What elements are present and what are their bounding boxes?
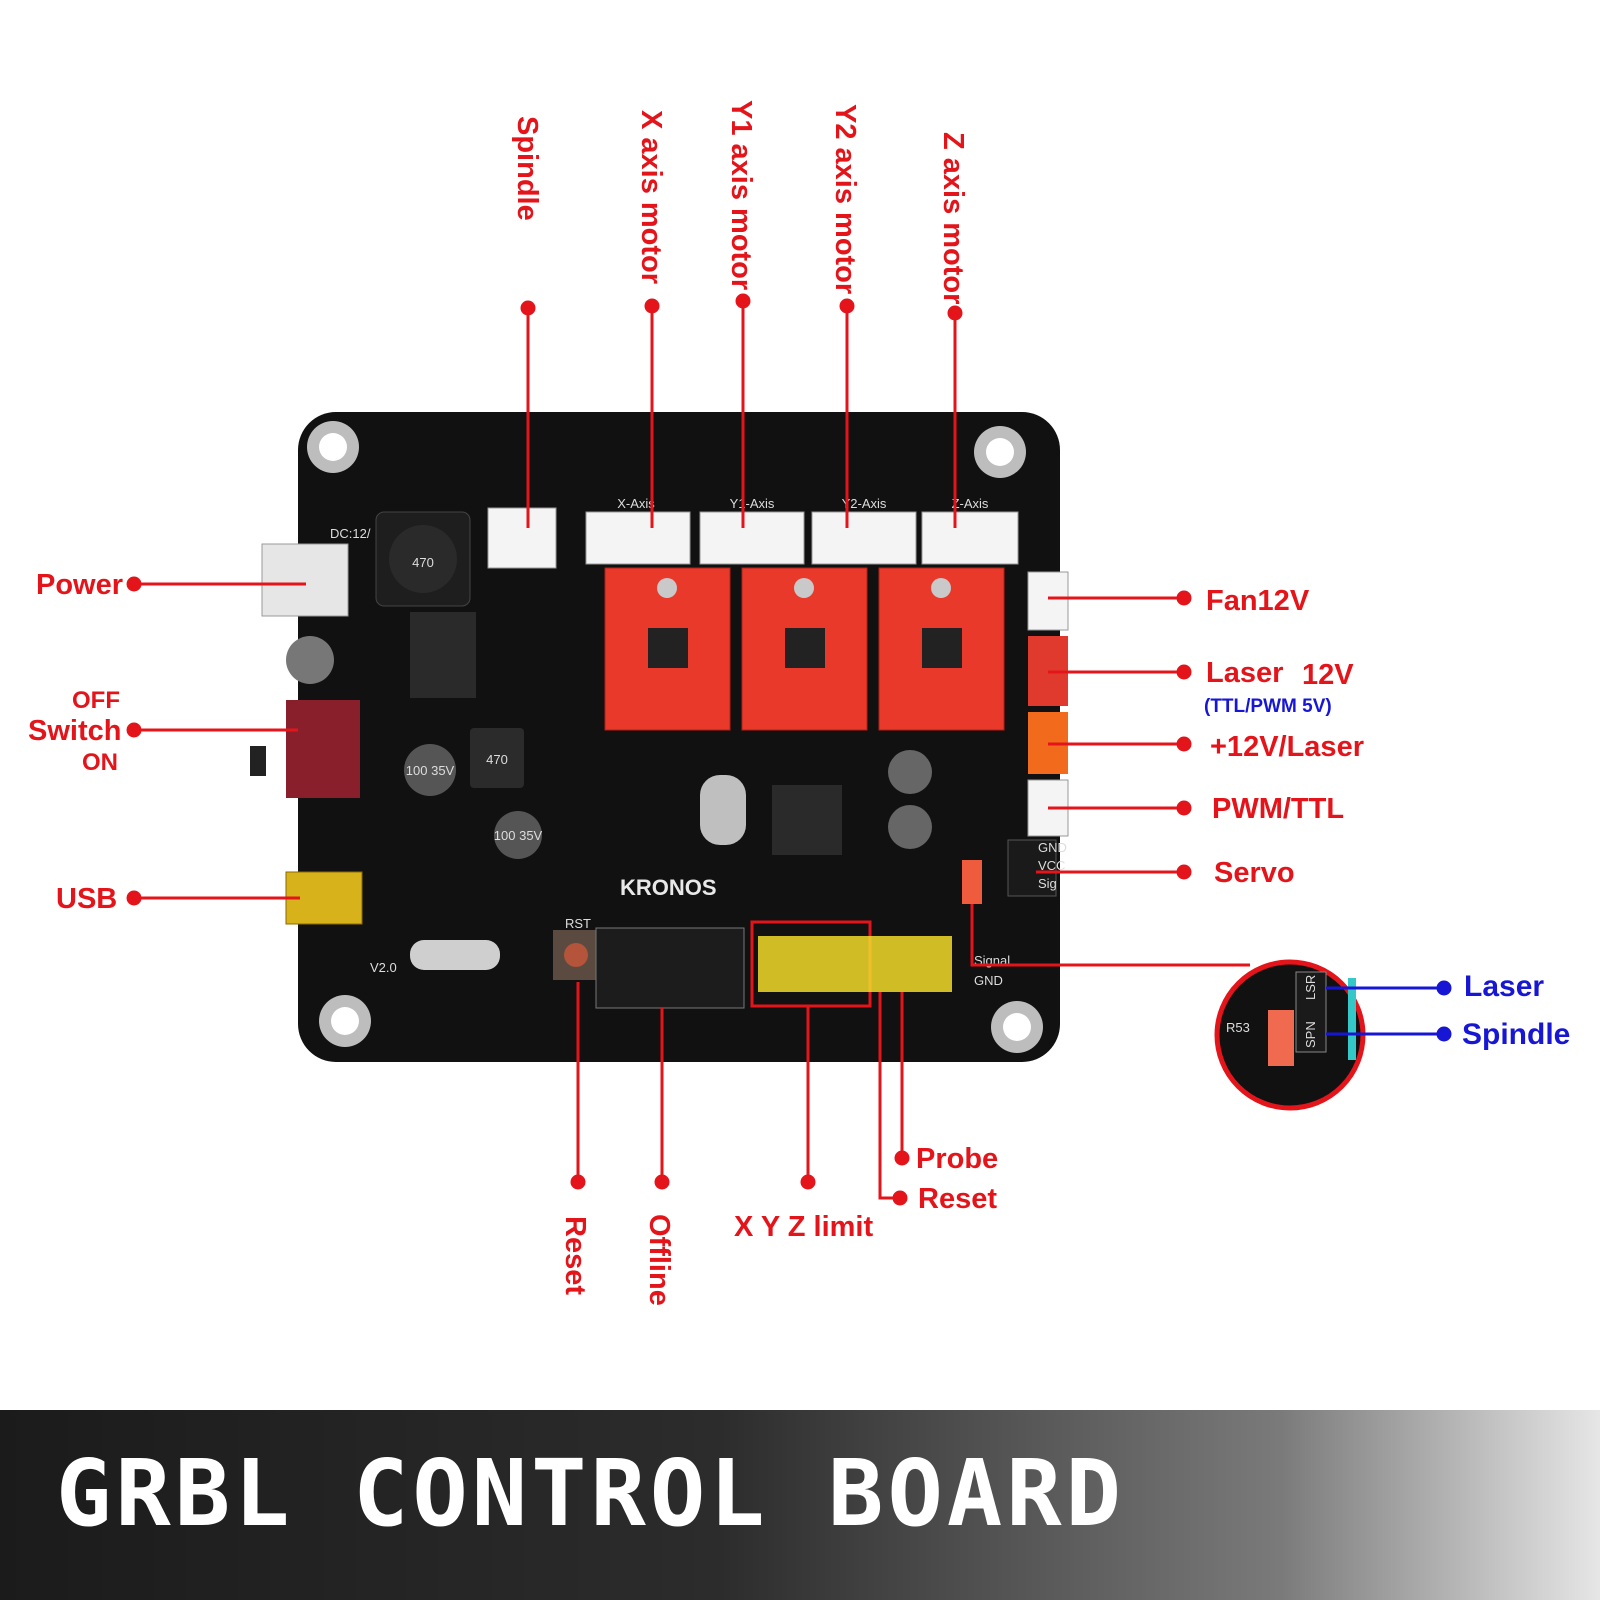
label-usb: USB: [56, 883, 117, 915]
label-laser: Laser: [1206, 657, 1283, 689]
rst-silk: RST: [565, 916, 591, 931]
cap-1-text: 100 35V: [406, 763, 455, 778]
label-reset-probe: Reset: [918, 1183, 997, 1215]
diagram-stage: X-Axis Y1-Axis Y2-Axis Z-Axis 470 DC:12/…: [28, 100, 1570, 1306]
inset-spn-silk: SPN: [1303, 1021, 1318, 1048]
stepper-drivers: [604, 567, 1005, 731]
y2-axis-silk: Y2-Axis: [842, 496, 887, 511]
label-z-motor: Z axis motor: [937, 132, 969, 304]
label-offline: Offline: [643, 1214, 675, 1306]
servo-vcc-silk: VCC: [1038, 858, 1065, 873]
center-components: KRONOS V2.0: [370, 750, 932, 975]
label-y1-motor: Y1 axis motor: [725, 100, 757, 290]
label-xyz-limit: X Y Z limit: [734, 1211, 873, 1243]
dc-silk: DC:12/: [330, 526, 371, 541]
label-x-motor: X axis motor: [635, 110, 667, 284]
inset-r53-silk: R53: [1226, 1020, 1250, 1035]
label-reset-bottom: Reset: [559, 1216, 591, 1295]
label-switch: Switch: [28, 715, 121, 747]
pin-header: [758, 936, 952, 992]
label-plus12v: +12V/Laser: [1210, 731, 1364, 763]
label-laser-sub: (TTL/PWM 5V): [1204, 696, 1332, 717]
label-y2-motor: Y2 axis motor: [829, 104, 861, 294]
leader-lines: [126, 293, 1250, 1206]
label-spindle-top: Spindle: [511, 116, 543, 221]
label-servo: Servo: [1214, 857, 1295, 889]
label-inset-laser: Laser: [1464, 970, 1544, 1003]
servo-gnd-silk: GND: [1038, 840, 1067, 855]
motor-connectors: X-Axis Y1-Axis Y2-Axis Z-Axis: [487, 496, 1019, 569]
inset-lsr-silk: LSR: [1303, 975, 1318, 1000]
banner-title: GRBL CONTROL BOARD: [56, 1440, 1125, 1547]
version-silk: V2.0: [370, 960, 397, 975]
label-power: Power: [36, 569, 123, 601]
label-inset-spindle: Spindle: [1462, 1018, 1570, 1051]
board-diagram: X-Axis Y1-Axis Y2-Axis Z-Axis 470 DC:12/…: [28, 100, 1570, 1306]
label-switch-off: OFF: [72, 687, 120, 714]
label-fan: Fan12V: [1206, 585, 1310, 617]
label-probe: Probe: [916, 1143, 998, 1175]
inductor-2-text: 470: [486, 752, 508, 767]
left-components: 470 DC:12/ 470 100 35V 100 35V: [250, 511, 543, 925]
servo-sig-silk: Sig: [1038, 876, 1057, 891]
inset-lines: [1326, 980, 1452, 1042]
label-switch-on: ON: [82, 749, 118, 776]
cap-2-text: 100 35V: [494, 828, 543, 843]
x-axis-silk: X-Axis: [617, 496, 655, 511]
label-laser-volt: 12V: [1302, 659, 1354, 691]
y1-axis-silk: Y1-Axis: [730, 496, 775, 511]
z-axis-silk: Z-Axis: [952, 496, 989, 511]
label-pwm: PWM/TTL: [1212, 793, 1344, 825]
title-banner: [0, 1410, 1600, 1600]
pcb-board: [298, 412, 1060, 1062]
brand-silk: KRONOS: [620, 875, 717, 900]
inductor-1-text: 470: [412, 555, 434, 570]
gnd-silk: GND: [974, 973, 1003, 988]
